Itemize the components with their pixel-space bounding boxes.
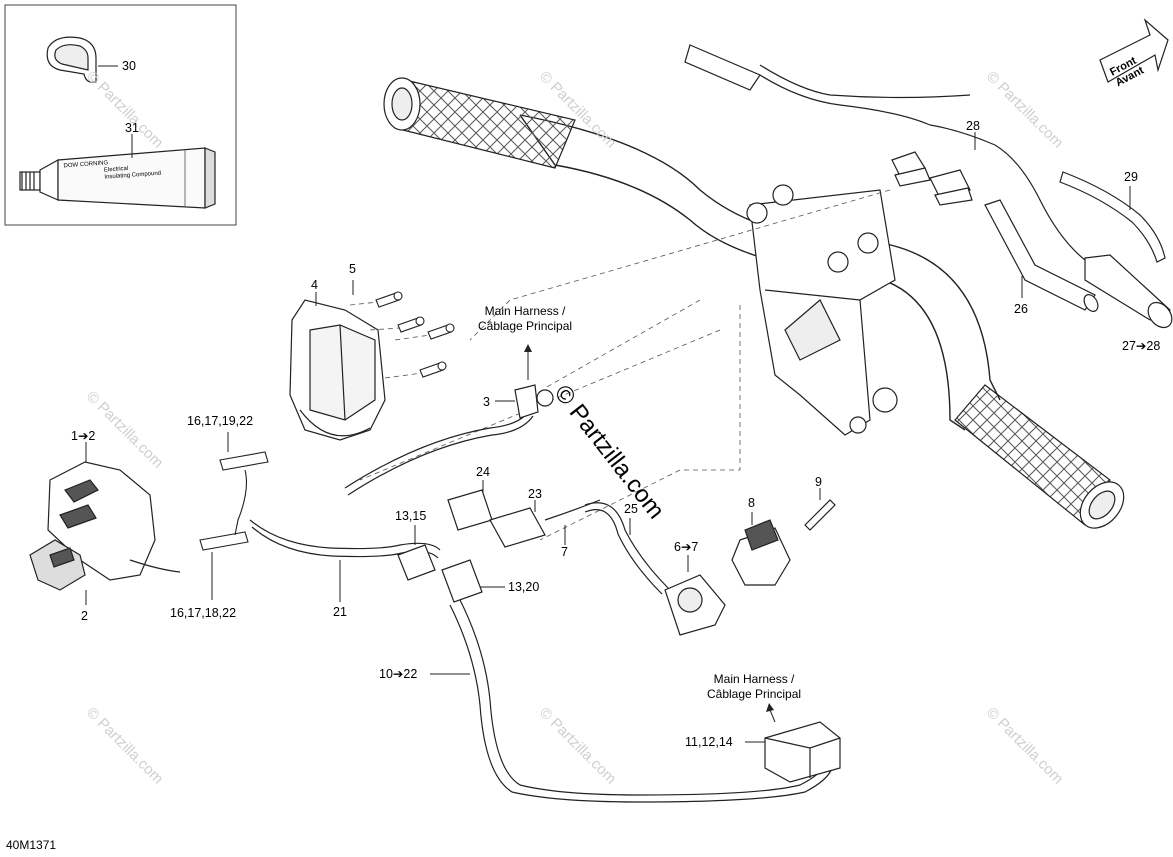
- callout-21: 21: [333, 605, 347, 619]
- part-8-knob: [731, 519, 791, 586]
- part-11-box: [764, 721, 841, 783]
- callout-16b: 16,17,18,22: [170, 606, 237, 620]
- arrow-up-icon: [524, 344, 532, 352]
- heater-grip-wires: [684, 44, 1086, 261]
- callout-13a: 13,15: [395, 509, 427, 523]
- part-28-connectors: [891, 151, 973, 206]
- callout-4: 4: [311, 278, 318, 292]
- part-21-harness: [249, 409, 534, 559]
- part-10-harness: [449, 599, 833, 803]
- annotation-line2: Câblage Principal: [707, 687, 802, 701]
- part-30-clip: [46, 36, 97, 83]
- part-16-connectors: [199, 451, 269, 551]
- callout-25: 25: [624, 502, 638, 516]
- callout-31: 31: [125, 121, 139, 135]
- callout-5: 5: [349, 262, 356, 276]
- left-grip: [383, 77, 576, 169]
- callout-28: 28: [966, 119, 980, 133]
- annotation-line1: Main Harness /: [713, 672, 795, 686]
- annotation-main-harness-bottom: Main Harness / Câblage Principal: [707, 672, 801, 702]
- callout-30: 30: [122, 59, 136, 73]
- callout-6: 6➔7: [674, 540, 699, 554]
- callout-26: 26: [1014, 302, 1028, 316]
- part-5-screws: [375, 291, 455, 378]
- part-23-connector: [489, 499, 601, 548]
- callout-29: 29: [1124, 170, 1138, 184]
- part-29-guide: [1059, 171, 1166, 263]
- annotation-main-harness-top: Main Harness / Câblage Principal: [478, 304, 572, 334]
- part-1-switch: [29, 461, 181, 591]
- part-24-connector: [447, 489, 493, 531]
- part-26-tube: [984, 199, 1099, 312]
- callout-10: 10➔22: [379, 667, 418, 681]
- callout-13b: 13,20: [508, 580, 540, 594]
- inset-box: [4, 4, 237, 226]
- arrow-main-harness-bottom: [769, 709, 776, 723]
- diagram-code: 40M1371: [6, 838, 57, 852]
- callout-1: 1➔2: [71, 429, 96, 443]
- callout-16a: 16,17,19,22: [187, 414, 254, 428]
- callout-11: 11,12,14: [685, 735, 733, 749]
- part-13-connectors: [397, 544, 483, 603]
- riser-clamp: [746, 184, 898, 436]
- annotation-line2: Câblage Principal: [478, 319, 573, 333]
- part-25-harness: [584, 502, 671, 595]
- callout-9: 9: [815, 475, 822, 489]
- callout-27: 27➔28: [1122, 339, 1161, 353]
- part-3-sensor: [514, 384, 554, 419]
- right-grip: [954, 384, 1125, 529]
- callout-23: 23: [528, 487, 542, 501]
- front-arrow-icon: [1099, 18, 1169, 83]
- callout-2: 2: [81, 609, 88, 623]
- arrow-up-icon: [766, 703, 774, 712]
- callout-7: 7: [561, 545, 568, 559]
- annotation-line1: Main Harness /: [484, 304, 566, 318]
- part-27-sleeve: [1084, 254, 1173, 329]
- part-6-switch: [664, 574, 726, 636]
- callout-3: 3: [483, 395, 490, 409]
- part-9-pin: [804, 499, 836, 531]
- callout-24: 24: [476, 465, 490, 479]
- part-31-tube: [19, 147, 216, 209]
- guide-lines: [349, 189, 891, 541]
- callout-8: 8: [748, 496, 755, 510]
- part-4-cover: [289, 299, 386, 441]
